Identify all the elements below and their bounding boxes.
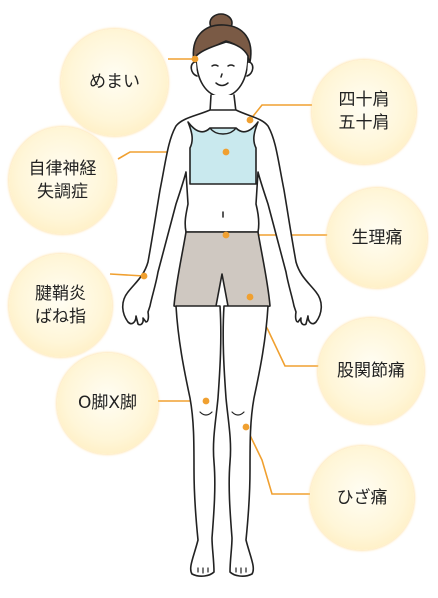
label-jiritsu-text: 自律神経 失調症 <box>28 158 97 202</box>
dot-chest <box>222 148 230 156</box>
anchor-dots <box>140 55 254 431</box>
knee-left <box>199 411 213 416</box>
label-shijukata-text: 四十肩 五十肩 <box>338 90 390 133</box>
dot-knee-right <box>242 423 250 431</box>
dot-lower-abdomen <box>222 231 230 239</box>
toes-right <box>235 567 247 574</box>
label-memai: めまい <box>61 29 168 136</box>
label-hizatsu-text: ひざ痛 <box>336 487 388 508</box>
label-kokansetsu: 股関節痛 <box>318 318 424 424</box>
label-memai-text: めまい <box>89 72 140 93</box>
dot-knee-left <box>202 397 210 405</box>
neckline <box>209 127 237 135</box>
label-seiritsu-text: 生理痛 <box>351 227 403 248</box>
dot-hip <box>246 293 254 301</box>
toes-left <box>197 567 209 574</box>
face <box>195 41 249 98</box>
leader-hizatsu <box>245 426 310 495</box>
eye-right <box>227 64 235 67</box>
leader-shijukata <box>249 104 312 121</box>
dot-memai <box>191 55 199 63</box>
label-seiritsu: 生理痛 <box>327 188 427 288</box>
label-kenshouen-text: 腱鞘炎 ばね指 <box>35 283 86 327</box>
label-hizatsu: ひざ痛 <box>310 446 414 550</box>
ear-left <box>190 61 198 77</box>
label-kokansetsu-text: 股関節痛 <box>337 360 405 381</box>
leg-right <box>222 305 269 577</box>
shorts <box>173 231 271 310</box>
label-okyaku-text: O脚X脚 <box>77 393 138 414</box>
label-jiritsu: 自律神経 失調症 <box>9 127 116 234</box>
eye-left <box>211 64 219 67</box>
dot-shoulder <box>246 116 254 124</box>
dot-wrist <box>140 272 148 280</box>
label-kenshouen: 腱鞘炎 ばね指 <box>9 254 112 357</box>
leg-left <box>175 305 222 577</box>
nose <box>220 73 223 78</box>
mouth <box>215 82 229 87</box>
label-shijukata: 四十肩 五十肩 <box>312 60 416 164</box>
knee-right <box>231 411 245 416</box>
label-okyaku: O脚X脚 <box>57 353 158 454</box>
ear-right <box>246 61 254 77</box>
leader-kenshouen <box>109 273 145 277</box>
